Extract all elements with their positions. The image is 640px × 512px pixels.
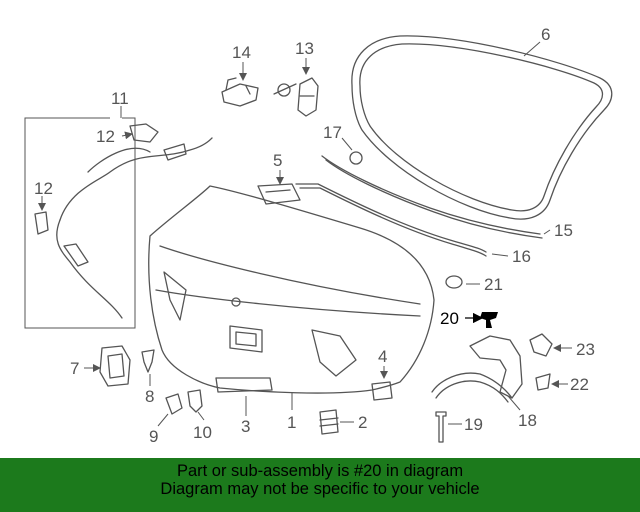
- callout-1: 1: [287, 413, 296, 432]
- weatherstrip-part: [351, 35, 613, 220]
- parts-diagram: 6 14 13 11 12 12 17 5 15 16 21 20 23 22 …: [24, 25, 613, 446]
- screw-part-10: [187, 389, 203, 413]
- callout-22: 22: [570, 375, 589, 394]
- callout-8: 8: [145, 387, 154, 406]
- callout-12-upper: 12: [96, 127, 115, 146]
- callout-12-lower: 12: [34, 179, 53, 198]
- callout-3: 3: [241, 417, 250, 436]
- callout-2: 2: [358, 413, 367, 432]
- emblem-part-4: [371, 381, 393, 401]
- trunk-lid-part: [148, 185, 435, 394]
- callout-14: 14: [232, 43, 251, 62]
- callout-6: 6: [541, 25, 550, 44]
- callout-19: 19: [464, 415, 483, 434]
- hinge-bracket-part: [221, 77, 259, 107]
- support-rods: [295, 151, 543, 257]
- switch-part: [99, 345, 131, 387]
- clip-part-9: [165, 393, 183, 415]
- callout-5: 5: [273, 151, 282, 170]
- callout-23: 23: [576, 340, 595, 359]
- callout-20: 20: [440, 309, 459, 328]
- clip-part-22: [535, 373, 551, 391]
- callout-21: 21: [484, 275, 503, 294]
- callout-11: 11: [111, 89, 129, 108]
- screw-part-8: [141, 349, 155, 373]
- info-banner: Part or sub-assembly is #20 in diagram D…: [0, 458, 640, 512]
- bolt-part: [435, 411, 447, 443]
- callout-16: 16: [512, 247, 531, 266]
- bumper-stop-part: [445, 275, 463, 289]
- bumper-part-2: [319, 409, 339, 435]
- clip-part-20: [480, 312, 498, 328]
- callout-10: 10: [193, 423, 212, 442]
- cable-bracket-part: [529, 333, 553, 357]
- license-lamp-part: [215, 377, 273, 393]
- callout-13: 13: [295, 39, 314, 58]
- callout-7: 7: [70, 359, 79, 378]
- info-banner-line-2: Diagram may not be specific to your vehi…: [160, 480, 480, 498]
- cable-assembly-box: [24, 117, 213, 329]
- info-banner-line-1: Part or sub-assembly is #20 in diagram: [176, 462, 464, 480]
- trunk-latch-part: [273, 77, 319, 117]
- callout-18: 18: [518, 411, 537, 430]
- callout-4: 4: [378, 347, 387, 366]
- callout-17: 17: [323, 123, 342, 142]
- trunk-light-part: [257, 183, 301, 205]
- hinge-part: [431, 335, 523, 403]
- callout-9: 9: [149, 427, 158, 446]
- callout-15: 15: [554, 221, 573, 240]
